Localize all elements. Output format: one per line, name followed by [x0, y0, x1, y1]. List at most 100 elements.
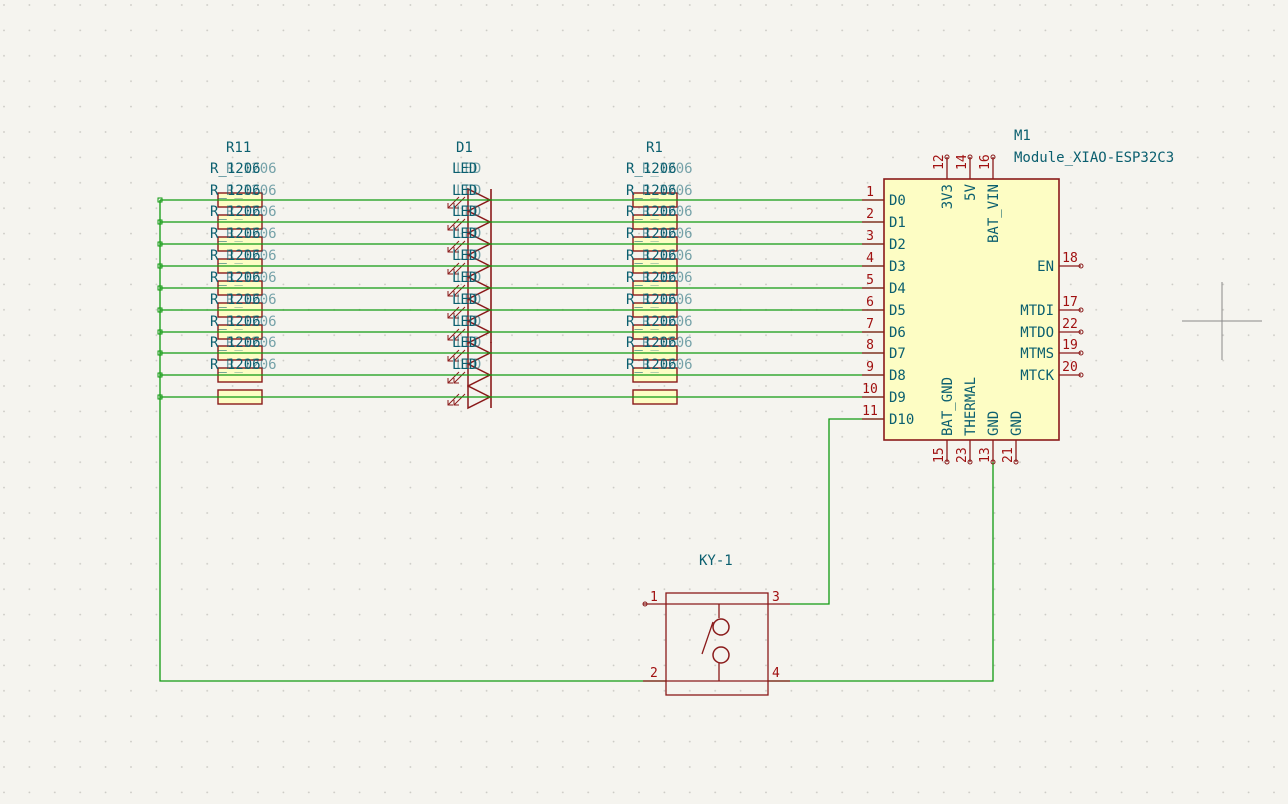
resistor-right-value: R_1206 — [626, 357, 677, 373]
led-value: LED — [452, 161, 477, 177]
module-pin-num-4: 4 — [866, 251, 874, 266]
led-value-overlap: LED — [456, 161, 481, 177]
resistor-right-value: R_1206 — [626, 292, 677, 308]
resistor-left-value-overlap: R_1206 — [226, 270, 277, 286]
switch-contact-bottom — [712, 646, 730, 664]
module-pin-D2: D2 — [889, 237, 906, 253]
led-value: LED — [452, 335, 477, 351]
led-value: LED — [452, 270, 477, 286]
led-value: LED — [452, 183, 477, 199]
module-xiao-esp32c3[interactable]: 1D02D13D24D35D46D57D68D79D810D911D10123V… — [862, 128, 1174, 465]
module-pins: 1D02D13D24D35D46D57D68D79D810D911D10123V… — [862, 154, 1084, 465]
resistor-right-value-overlap: R_1206 — [642, 270, 693, 286]
resistor-right-value: R_1206 — [626, 226, 677, 242]
resistor-right-value: R_1206 — [626, 204, 677, 220]
module-pin-BAT_GND: BAT_GND — [940, 377, 956, 436]
pin-1-end — [642, 601, 648, 607]
resistor-left-value: R_1206 — [210, 248, 261, 264]
module-pin-BAT_VIN: BAT_VIN — [986, 184, 1002, 243]
led-value: LED — [452, 292, 477, 308]
resistor-left-reference: R11 — [226, 140, 251, 156]
wire-d10-switch[interactable] — [790, 418, 884, 605]
module-pin-num-10: 10 — [862, 382, 878, 397]
resistor-left-value-overlap: R_1206 — [226, 226, 277, 242]
module-pin-D9: D9 — [889, 390, 906, 406]
module-pin-D0: D0 — [889, 193, 906, 209]
resistor-right-value-overlap: R_1206 — [642, 357, 693, 373]
module-pin-D3: D3 — [889, 259, 906, 275]
led-value-overlap: LED — [456, 335, 481, 351]
module-pin-num-17: 17 — [1062, 295, 1078, 310]
module-pin-MTDO: MTDO — [1020, 325, 1054, 341]
module-pin-EN: EN — [1037, 259, 1054, 275]
resistor-left-value-overlap: R_1206 — [226, 292, 277, 308]
resistor-right-value: R_1206 — [626, 183, 677, 199]
resistor-right-value-overlap: R_1206 — [642, 314, 693, 330]
module-pin-D5: D5 — [889, 303, 906, 319]
module-pin-MTCK: MTCK — [1020, 368, 1054, 384]
resistor-right-value: R_1206 — [626, 161, 677, 177]
switch-pin-2: 2 — [650, 666, 658, 681]
resistor-left-value-overlap: R_1206 — [226, 204, 277, 220]
module-pin-num-15: 15 — [932, 447, 947, 463]
led-reference: D1 — [456, 140, 473, 156]
led-array[interactable] — [447, 187, 492, 410]
module-pin-D7: D7 — [889, 346, 906, 362]
module-pin-num-16: 16 — [978, 154, 993, 170]
resistor-left-value: R_1206 — [210, 335, 261, 351]
module-pin-num-19: 19 — [1062, 338, 1078, 353]
module-pin-num-7: 7 — [866, 317, 874, 332]
led-value: LED — [452, 204, 477, 220]
module-pin-num-20: 20 — [1062, 360, 1078, 375]
module-pin-num-21: 21 — [1001, 447, 1016, 463]
module-pin-num-6: 6 — [866, 295, 874, 310]
resistor-right-value-overlap: R_1206 — [642, 204, 693, 220]
resistor-right-value-overlap: R_1206 — [642, 161, 693, 177]
resistor-left-value-overlap: R_1206 — [226, 357, 277, 373]
led-value: LED — [452, 314, 477, 330]
resistor-left-value-overlap: R_1206 — [226, 183, 277, 199]
resistor-right-reference: R1 — [646, 140, 663, 156]
module-pin-5V: 5V — [963, 183, 979, 200]
module-pin-num-22: 22 — [1062, 317, 1078, 332]
led-value-overlap: LED — [456, 357, 481, 373]
module-pin-D6: D6 — [889, 325, 906, 341]
module-pin-num-18: 18 — [1062, 251, 1078, 266]
resistor-left-value: R_1206 — [210, 314, 261, 330]
switch-pin-1: 1 — [650, 590, 658, 605]
module-pin-GND: GND — [1009, 411, 1025, 436]
module-pin-num-14: 14 — [955, 154, 970, 170]
wires[interactable] — [157, 197, 994, 682]
led-value-overlap: LED — [456, 292, 481, 308]
resistor-left-value: R_1206 — [210, 357, 261, 373]
module-pin-THERMAL: THERMAL — [963, 377, 979, 436]
module-pin-num-23: 23 — [955, 447, 970, 463]
resistor-left-value-overlap: R_1206 — [226, 335, 277, 351]
module-pin-num-9: 9 — [866, 360, 874, 375]
module-pin-D4: D4 — [889, 281, 906, 297]
led-value: LED — [452, 357, 477, 373]
switch-ky-1[interactable]: KY-1 1 2 3 4 — [642, 553, 790, 696]
resistor-right-value: R_1206 — [626, 335, 677, 351]
resistor-left-value: R_1206 — [210, 270, 261, 286]
resistor-left-value-overlap: R_1206 — [226, 248, 277, 264]
switch-reference: KY-1 — [699, 553, 733, 569]
resistor-left-value: R_1206 — [210, 226, 261, 242]
wire-left-bus[interactable] — [159, 200, 666, 682]
module-pin-3V3: 3V3 — [940, 184, 956, 209]
switch-body[interactable] — [665, 592, 769, 696]
led-value-overlap: LED — [456, 248, 481, 264]
resistor-left-value: R_1206 — [210, 161, 261, 177]
module-pin-num-3: 3 — [866, 229, 874, 244]
module-pin-D10: D10 — [889, 412, 914, 428]
switch-contact-top — [712, 618, 730, 636]
resistor-left-value: R_1206 — [210, 204, 261, 220]
module-pin-D8: D8 — [889, 368, 906, 384]
wire-switch-gnd[interactable] — [768, 462, 994, 682]
resistor-left-value-overlap: R_1206 — [226, 314, 277, 330]
module-pin-num-8: 8 — [866, 338, 874, 353]
resistor-right-value-overlap: R_1206 — [642, 292, 693, 308]
module-pin-num-2: 2 — [866, 207, 874, 222]
module-value: Module_XIAO-ESP32C3 — [1014, 150, 1174, 166]
